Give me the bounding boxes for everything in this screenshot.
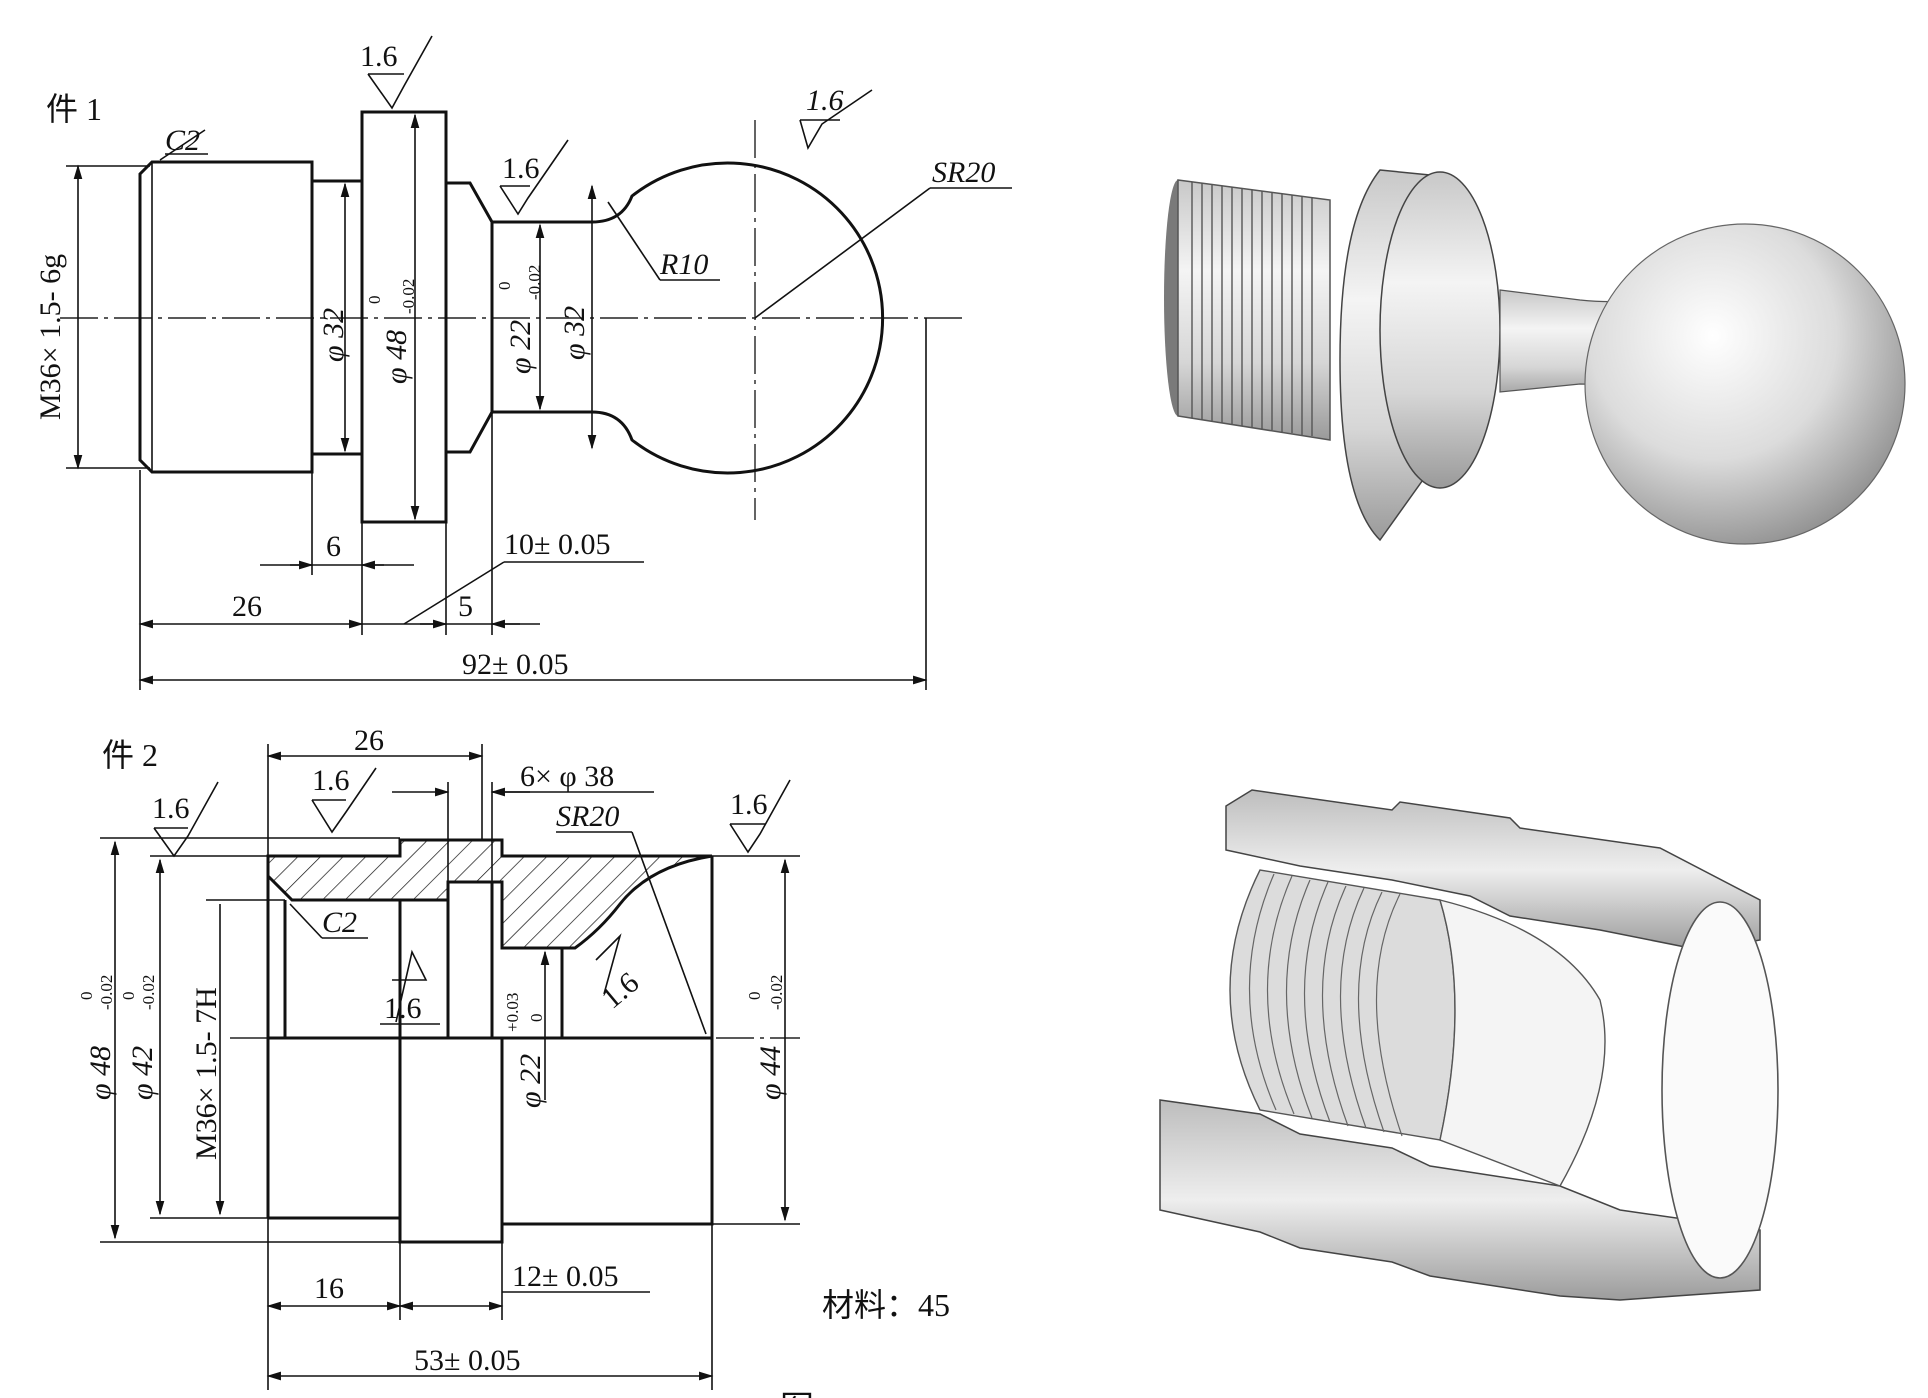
thread-grooves (1191, 182, 1313, 436)
part1-chamfer: C2 (165, 124, 200, 157)
chamfer-leader (159, 129, 206, 161)
shell-upper (1225, 789, 1761, 951)
part1-ball-neck-dia: φ 32 (558, 306, 591, 360)
part2-len-26: 26 (354, 724, 384, 757)
part2-rough-e: 1.6 (730, 788, 768, 821)
part2-dia-44: φ 44 (754, 1046, 787, 1100)
part2-thread-label: M36× 1.5- 7H (190, 987, 223, 1160)
part1-len-6: 6 (326, 530, 341, 563)
figure-caption: 图 (780, 1391, 814, 1398)
chamfer2-leader (289, 903, 323, 939)
part1-neck-dia: φ 32 (317, 308, 350, 362)
part1-label: 件 1 (46, 91, 102, 127)
lower-groove-outline (398, 1036, 504, 1244)
roughness-symbol-collar (367, 35, 433, 110)
part1-shank-dia: φ 22 (504, 320, 537, 374)
lower-right-outline (502, 1036, 714, 1226)
part2-3d-view (1159, 789, 1779, 1301)
dim-10-leader (403, 561, 505, 625)
part2-bore-tol-lower: 0 (527, 1014, 546, 1023)
part2-rough-c: 1.6 (384, 992, 422, 1025)
part2-44-tol-lower: -0.02 (767, 975, 786, 1010)
part1-rough-shank: 1.6 (502, 152, 540, 185)
roughness-symbol-sphere (799, 89, 873, 151)
part2-42-tol-lower: -0.02 (139, 975, 158, 1010)
part2-outer-dia: φ 48 (84, 1046, 117, 1100)
shank-upper-outline (446, 181, 592, 224)
part2-44-tol-upper: 0 (745, 992, 764, 1001)
roughness-symbol-c (392, 949, 428, 1023)
part2-material: 材料：45 (822, 1287, 950, 1323)
part1-len-10: 10± 0.05 (504, 528, 610, 561)
roughness-symbol-d (595, 933, 622, 995)
part1-len-5: 5 (458, 590, 473, 623)
part2-len-12: 12± 0.05 (512, 1260, 618, 1293)
spherical-seat (1438, 899, 1606, 1187)
part2-sr20: SR20 (556, 800, 619, 833)
roughness-symbol-b (311, 767, 377, 834)
part1-collar-tol-lower: -0.02 (399, 279, 418, 314)
shell-lower (1159, 1099, 1761, 1301)
bore-opening (1661, 901, 1779, 1279)
part1-thread-label: M36× 1.5- 6g (34, 254, 67, 420)
part2-outer-tol-upper: 0 (77, 992, 96, 1001)
part2-groove: 6× φ 38 (520, 760, 614, 793)
thread-section-outline (138, 160, 314, 474)
part1-collar-dia: φ 48 (380, 330, 413, 384)
part2-bore-dia: φ 22 (514, 1054, 547, 1108)
part2-chamfer: C2 (322, 906, 357, 939)
part2-rough-a: 1.6 (152, 792, 190, 825)
part1-r10: R10 (659, 248, 708, 281)
sr20-2-leader (631, 831, 707, 1035)
part1-sr20: SR20 (932, 156, 995, 189)
part2-label: 件 2 (102, 737, 158, 773)
part2-bore-tol-upper: +0.03 (503, 993, 522, 1032)
collar-face (1379, 171, 1501, 489)
sphere-outline (591, 161, 885, 475)
part1-shank-tol-lower: -0.02 (525, 265, 544, 300)
sr20-leader (754, 187, 931, 319)
part1-rough-sphere: 1.6 (806, 84, 844, 117)
part1-shank-tol-upper: 0 (495, 282, 514, 291)
part2-dia-42: φ 42 (126, 1046, 159, 1100)
part2-42-tol-upper: 0 (119, 992, 138, 1001)
part1-len-total: 92± 0.05 (462, 648, 568, 681)
roughness-symbol-a (153, 781, 219, 858)
thread-cylinder (1177, 179, 1331, 441)
part2-rough-b: 1.6 (312, 764, 350, 797)
roughness-symbol-shank (499, 139, 569, 216)
part1-rough-collar: 1.6 (360, 40, 398, 73)
ball-3d (1584, 223, 1906, 545)
part2-rough-d: 1.6 (595, 966, 645, 1015)
shank-lower-outline (446, 410, 592, 454)
part2-outer-tol-lower: -0.02 (97, 975, 116, 1010)
part1-3d-view (1164, 169, 1906, 545)
part2-drawing: 件 2 φ 48 0 -0.02 φ 42 0 -0.02 M36× 1.5- … (77, 724, 950, 1390)
part2-len-total: 53± 0.05 (414, 1344, 520, 1377)
part1-drawing: 件 1 M36× 1.5- 6g φ 32 φ 48 0 -0.02 φ 22 (34, 35, 1012, 690)
part1-collar-tol-upper: 0 (365, 296, 384, 305)
groove-slot (446, 880, 494, 1040)
lower-left-outline (268, 1036, 402, 1220)
internal-threads (1248, 873, 1403, 1137)
part1-len-26: 26 (232, 590, 262, 623)
collar-outline (360, 110, 448, 524)
roughness-symbol-e (729, 779, 791, 854)
part2-len-16: 16 (314, 1272, 344, 1305)
r10-leader (607, 201, 661, 281)
thread-cavity (1229, 869, 1456, 1141)
